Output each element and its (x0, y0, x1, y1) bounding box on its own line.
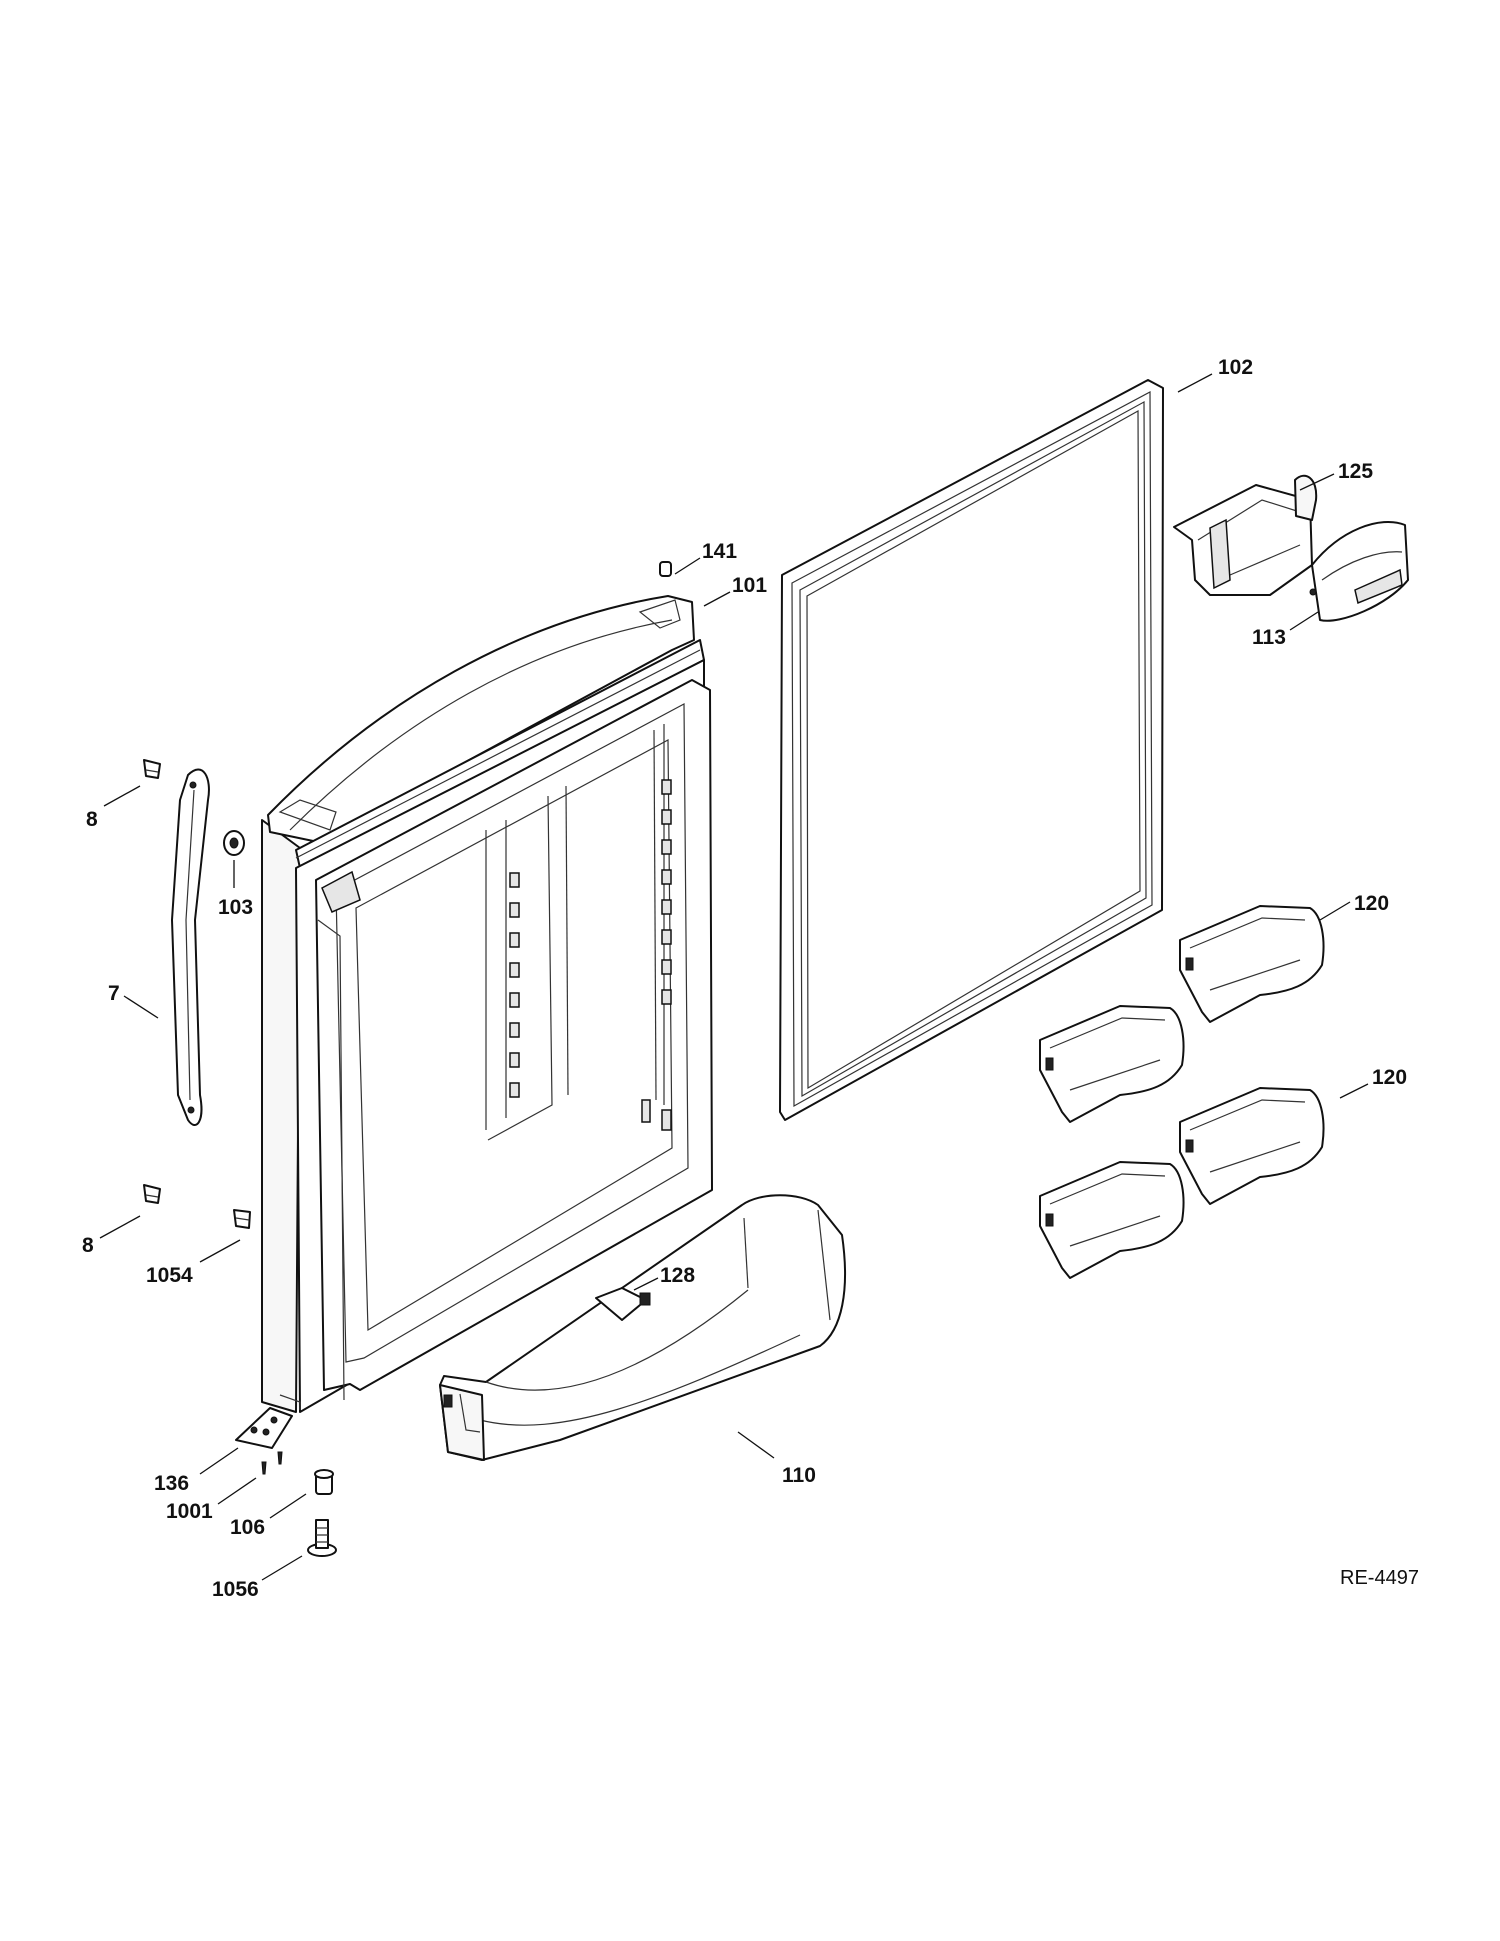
callout-1001: 1001 (166, 1500, 213, 1523)
handle-screw-1054 (233, 1209, 251, 1229)
leader-lines (99, 373, 1369, 1581)
callout-102: 102 (1218, 356, 1253, 379)
hinge-screws (261, 1451, 283, 1475)
callout-120-mid: 120 (1372, 1066, 1407, 1089)
callout-1056: 1056 (212, 1578, 259, 1601)
screw-top (143, 759, 161, 779)
hinge-bushing (314, 1469, 334, 1495)
small-bin-2 (1039, 1005, 1185, 1123)
callout-125: 125 (1338, 460, 1373, 483)
callout-labels: 102 125 141 101 113 8 103 120 7 120 8 10… (82, 356, 1407, 1601)
diagram-reference-code: RE-4497 (1340, 1567, 1419, 1589)
callout-110: 110 (782, 1464, 816, 1487)
shelf-retainer-nubs (509, 779, 672, 1131)
dairy-bin (1173, 474, 1318, 596)
small-bin-1 (1179, 905, 1325, 1023)
callout-8-top: 8 (86, 808, 98, 831)
callout-101: 101 (732, 574, 767, 597)
screw-bottom (143, 1184, 161, 1204)
callout-106: 106 (230, 1516, 265, 1539)
hinge-bracket (235, 1407, 293, 1449)
callout-103: 103 (218, 896, 253, 919)
callout-128: 128 (660, 1264, 695, 1287)
plug-button (223, 830, 245, 856)
door-bin-large (439, 1194, 847, 1461)
callout-141: 141 (702, 540, 737, 563)
bin-clip (595, 1287, 651, 1321)
callout-113: 113 (1252, 626, 1286, 649)
callout-136: 136 (154, 1472, 189, 1495)
callout-8-bottom: 8 (82, 1234, 94, 1257)
small-bin-4 (1039, 1161, 1185, 1279)
callout-1054: 1054 (146, 1264, 193, 1287)
dairy-bin-cover (1309, 520, 1409, 622)
callout-7: 7 (108, 982, 120, 1005)
door-handle (171, 768, 210, 1126)
hinge-pin (307, 1519, 337, 1557)
door-gasket (779, 379, 1164, 1121)
hinge-cap (659, 561, 672, 577)
small-bin-3 (1179, 1087, 1325, 1205)
callout-120-top: 120 (1354, 892, 1389, 915)
door-assembly (261, 595, 713, 1413)
